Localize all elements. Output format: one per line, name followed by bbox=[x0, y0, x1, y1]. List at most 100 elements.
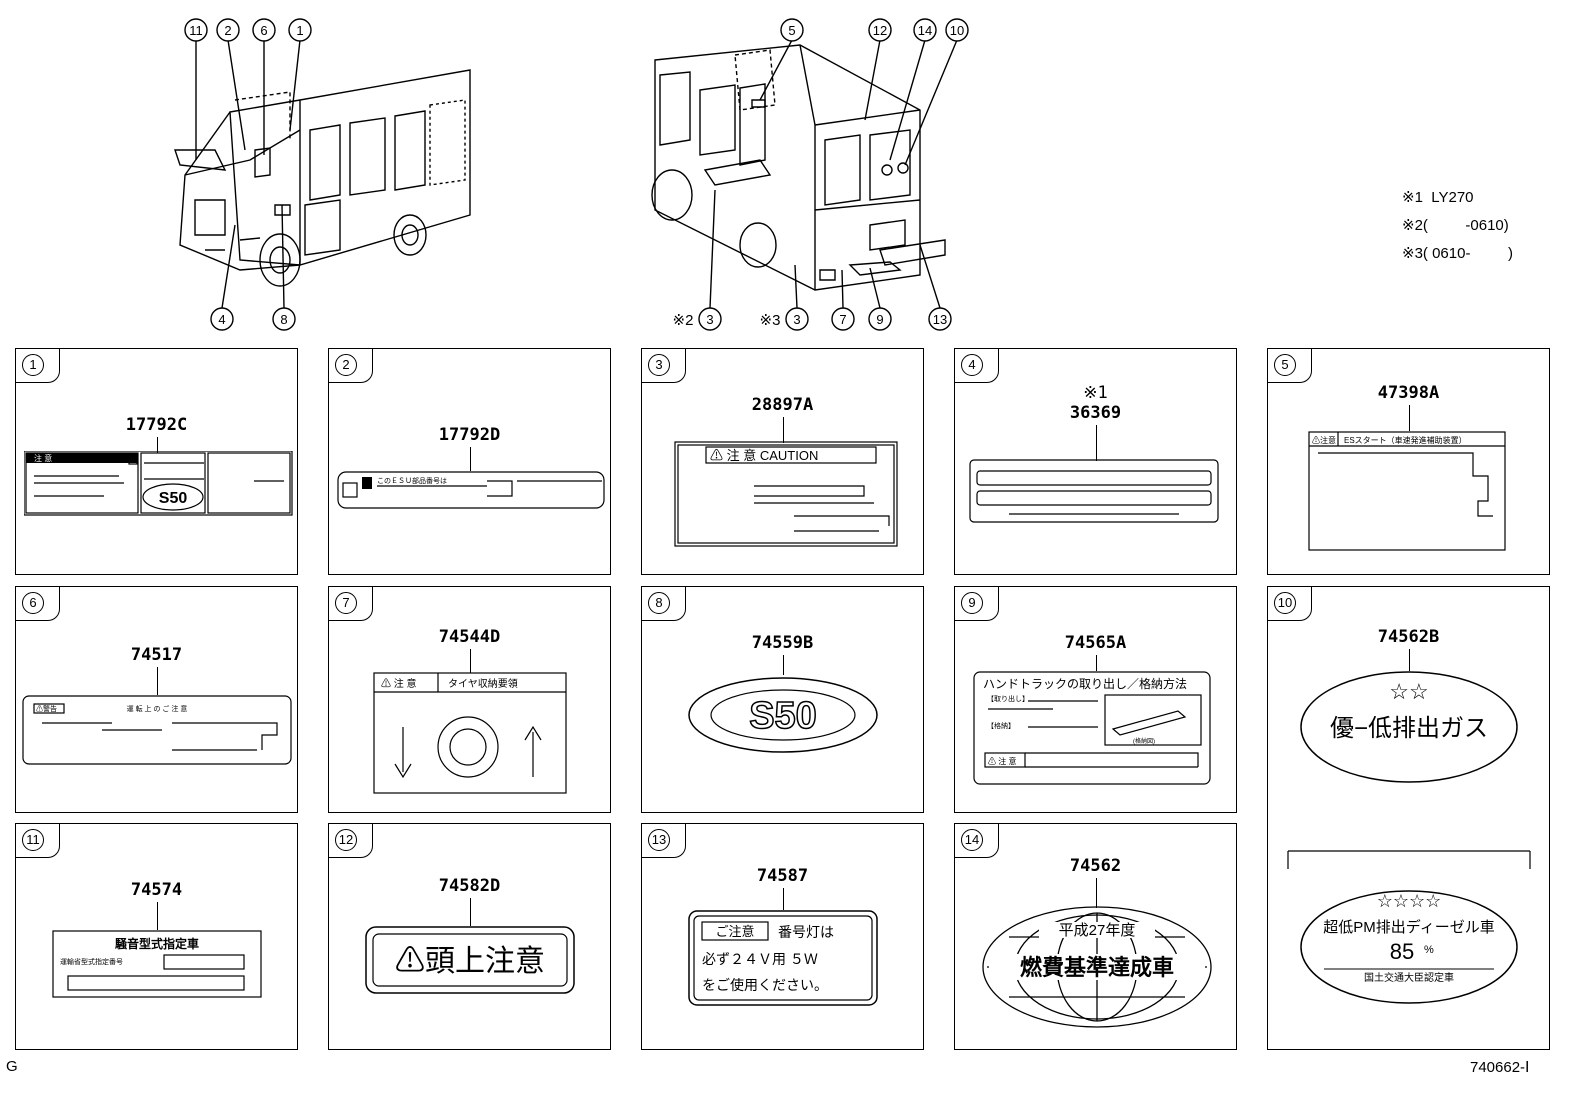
svg-text:【取り出し】: 【取り出し】 bbox=[987, 694, 1029, 703]
part-number: 28897A bbox=[751, 395, 814, 415]
svg-text:S50: S50 bbox=[749, 695, 817, 737]
svg-text:騒音型式指定車: 騒音型式指定車 bbox=[114, 936, 199, 951]
callout-2: 2 bbox=[216, 18, 240, 42]
panel-tab: 5 bbox=[1268, 349, 1312, 383]
panel-tab: 13 bbox=[642, 824, 686, 858]
label-74562: 平成27年度 燃費基準達成車 bbox=[982, 906, 1212, 1028]
part-number: 74574 bbox=[130, 880, 183, 900]
svg-text:⚠ 注 意: ⚠ 注 意 bbox=[381, 677, 417, 690]
callout-1: 1 bbox=[288, 18, 312, 42]
panel-7: 7 74544D ⚠ 注 意 タイヤ収納要領 bbox=[328, 586, 611, 813]
panel-tab: 10 bbox=[1268, 587, 1312, 621]
svg-text:⚠警告: ⚠警告 bbox=[36, 704, 57, 713]
svg-text:優−低排出ガス: 優−低排出ガス bbox=[1330, 715, 1488, 742]
callout-7: 7 bbox=[831, 307, 855, 331]
label-74565A: ハンドトラックの取り出し／格納方法 【取り出し】 【格納】 ⚠ 注 意 (格納図… bbox=[973, 671, 1211, 785]
panel-14: 14 74562 平成27年度 燃費基準達成車 bbox=[954, 823, 1237, 1050]
panel-13: 13 74587 ご注意 番号灯は 必ず２４Ｖ用 ５Ｗ をご使用ください。 bbox=[641, 823, 924, 1050]
panel-12: 12 74582D ⚠頭上注意 bbox=[328, 823, 611, 1050]
svg-text:運 転 上 の ご 注 意: 運 転 上 の ご 注 意 bbox=[127, 704, 188, 713]
label-74517: ⚠警告 運 転 上 の ご 注 意 bbox=[22, 695, 292, 765]
panel-tab: 2 bbox=[329, 349, 373, 383]
svg-text:注 意: 注 意 bbox=[34, 453, 52, 463]
part-number: 74517 bbox=[130, 645, 183, 665]
svg-text:8: 8 bbox=[280, 312, 287, 327]
part-number: 74587 bbox=[756, 866, 809, 886]
panel-tab: 3 bbox=[642, 349, 686, 383]
svg-text:12: 12 bbox=[873, 23, 887, 38]
svg-text:3: 3 bbox=[793, 312, 800, 327]
svg-text:6: 6 bbox=[260, 23, 267, 38]
part-number: 17792D bbox=[438, 425, 501, 445]
label-28897A: ⚠ 注 意 CAUTION bbox=[674, 441, 898, 547]
label-74562B-alt: ☆☆☆☆ 超低PM排出ディーゼル車 85 % 国土交通大臣認定車 bbox=[1287, 850, 1531, 1004]
svg-text:平成27年度: 平成27年度 bbox=[1059, 922, 1136, 939]
label-74587: ご注意 番号灯は 必ず２４Ｖ用 ５Ｗ をご使用ください。 bbox=[688, 910, 878, 1006]
part-number: 74582D bbox=[438, 876, 501, 896]
svg-text:必ず２４Ｖ用 ５Ｗ: 必ず２４Ｖ用 ５Ｗ bbox=[702, 951, 818, 967]
label-74574: 騒音型式指定車 運輸省型式指定番号 bbox=[52, 930, 262, 998]
svg-text:13: 13 bbox=[933, 312, 947, 327]
panel-8: 8 74559B S50 bbox=[641, 586, 924, 813]
svg-text:14: 14 bbox=[918, 23, 932, 38]
label-17792C: 注 意 S50 bbox=[24, 451, 293, 516]
part-note: ※1 bbox=[1083, 383, 1108, 403]
svg-text:このＥＳＵ部品番号は: このＥＳＵ部品番号は bbox=[377, 476, 447, 485]
panel-tab: 7 bbox=[329, 587, 373, 621]
svg-text:をご使用ください。: をご使用ください。 bbox=[702, 977, 828, 993]
callout-11: 11 bbox=[184, 18, 208, 42]
note-1: ※1 LY270 bbox=[1402, 189, 1474, 206]
callout-3a: 3 bbox=[698, 307, 722, 331]
vehicle-illustrations: 11 2 6 1 4 8 5 12 14 10 ※2 3 ※3 3 7 9 13 bbox=[174, 18, 969, 331]
svg-text:超低PM排出ディーゼル車: 超低PM排出ディーゼル車 bbox=[1323, 918, 1494, 936]
svg-text:3: 3 bbox=[706, 312, 713, 327]
callout-4: 4 bbox=[210, 307, 234, 331]
part-number: 74562 bbox=[1069, 856, 1122, 876]
svg-text:7: 7 bbox=[839, 312, 846, 327]
svg-text:ハンドトラックの取り出し／格納方法: ハンドトラックの取り出し／格納方法 bbox=[983, 676, 1187, 691]
truck-front-view bbox=[174, 69, 471, 287]
callout-6: 6 bbox=[252, 18, 276, 42]
svg-text:⚠ 注 意: ⚠ 注 意 bbox=[988, 756, 1016, 766]
svg-text:10: 10 bbox=[950, 23, 964, 38]
panel-9: 9 74565A ハンドトラックの取り出し／格納方法 【取り出し】 【格納】 ⚠… bbox=[954, 586, 1237, 813]
panel-10: 10 74562B ☆☆ 優−低排出ガス ☆☆☆☆ 超低PM排出ディーゼル車 8… bbox=[1267, 586, 1550, 1050]
panel-5: 5 47398A ⚠注意 ESスタート（車速発進補助装置） bbox=[1267, 348, 1550, 575]
corner-code: G bbox=[6, 1058, 18, 1075]
panel-tab: 14 bbox=[955, 824, 999, 858]
panel-4: 4 ※1 36369 bbox=[954, 348, 1237, 575]
svg-text:国土交通大臣認定車: 国土交通大臣認定車 bbox=[1364, 971, 1454, 984]
panel-3: 3 28897A ⚠ 注 意 CAUTION bbox=[641, 348, 924, 575]
callout-12: 12 bbox=[868, 18, 892, 42]
callout-9: 9 bbox=[868, 307, 892, 331]
label-74582D: ⚠頭上注意 bbox=[365, 926, 575, 994]
figure-number: 740662-Ⅰ bbox=[1470, 1059, 1530, 1076]
label-47398A: ⚠注意 ESスタート（車速発進補助装置） bbox=[1308, 431, 1506, 551]
label-17792D: このＥＳＵ部品番号は bbox=[337, 471, 605, 509]
svg-text:⚠注意: ⚠注意 bbox=[1312, 435, 1336, 445]
callout-note-3: ※3 bbox=[760, 312, 781, 329]
part-number: 17792C bbox=[125, 415, 188, 435]
panel-tab: 6 bbox=[16, 587, 60, 621]
panel-tab: 12 bbox=[329, 824, 373, 858]
svg-text:1: 1 bbox=[296, 23, 303, 38]
callout-8: 8 bbox=[272, 307, 296, 331]
svg-text:☆☆: ☆☆ bbox=[1389, 679, 1428, 704]
part-number: 74565A bbox=[1064, 633, 1127, 653]
label-74559B: S50 bbox=[688, 677, 878, 753]
panel-tab: 11 bbox=[16, 824, 60, 858]
svg-text:%: % bbox=[1424, 944, 1434, 956]
label-36369 bbox=[969, 459, 1219, 523]
svg-text:ご注意: ご注意 bbox=[715, 924, 754, 939]
panel-tab: 8 bbox=[642, 587, 686, 621]
callout-10: 10 bbox=[945, 18, 969, 42]
part-number: 36369 bbox=[1069, 403, 1122, 423]
svg-text:11: 11 bbox=[189, 23, 203, 38]
svg-text:☆☆☆☆: ☆☆☆☆ bbox=[1377, 891, 1442, 911]
truck-rear-view bbox=[651, 44, 946, 291]
label-74562B: ☆☆ 優−低排出ガス bbox=[1300, 671, 1518, 783]
note-3: ※3( 0610- ) bbox=[1402, 245, 1513, 262]
svg-text:番号灯は: 番号灯は bbox=[778, 924, 834, 940]
label-74544D: ⚠ 注 意 タイヤ収納要領 bbox=[373, 672, 567, 794]
panel-tab: 4 bbox=[955, 349, 999, 383]
